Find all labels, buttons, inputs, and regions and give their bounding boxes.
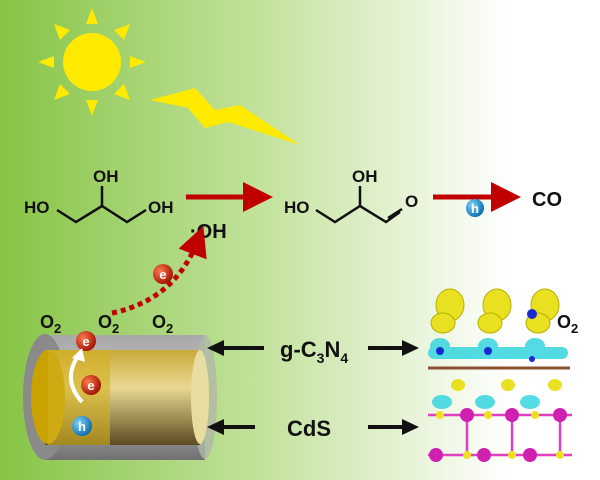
charge-density-structure [428, 288, 572, 462]
core-shell-nanorod [23, 334, 217, 460]
svg-text:HO: HO [24, 198, 50, 217]
pointer-arrows [207, 340, 419, 435]
svg-text:O2: O2 [98, 312, 119, 336]
svg-text:O2: O2 [557, 312, 578, 336]
oxygen-label-structure: O2 [557, 312, 578, 336]
svg-text:OH: OH [352, 167, 378, 186]
svg-text:OH: OH [148, 198, 174, 217]
electron-transfer-path [111, 225, 207, 316]
hole-carrier: h [72, 416, 92, 436]
svg-text:e: e [87, 378, 94, 393]
svg-text:O2: O2 [40, 312, 61, 336]
svg-text:HO: HO [284, 198, 310, 217]
electron-carrier: e [76, 331, 96, 351]
hole-carrier: h [466, 199, 484, 217]
core-label: CdS [287, 416, 331, 441]
arrow-head-icon [72, 348, 85, 362]
svg-text:OH: OH [93, 167, 119, 186]
svg-text:e: e [159, 267, 166, 282]
product-co-label: CO [532, 189, 562, 211]
electron-carrier: e [153, 264, 173, 284]
shell-label: g-C3N4 [280, 337, 348, 366]
electron-migration-arrow [69, 354, 84, 404]
glyceraldehyde-structure: HO OH O [284, 167, 418, 224]
svg-text:O2: O2 [152, 312, 173, 336]
electron-carrier: e [81, 375, 101, 395]
glycerol-structure: HO OH OH [24, 167, 174, 224]
oxygen-label-1: O2 [40, 312, 61, 336]
sun-icon [38, 8, 146, 116]
lightning-icon [150, 88, 300, 145]
oxygen-label-3: O2 [152, 312, 173, 336]
svg-text:h: h [471, 201, 479, 216]
svg-text:O: O [405, 192, 418, 211]
oxygen-label-2: O2 [98, 312, 119, 336]
svg-text:e: e [82, 334, 89, 349]
svg-text:h: h [78, 419, 86, 434]
